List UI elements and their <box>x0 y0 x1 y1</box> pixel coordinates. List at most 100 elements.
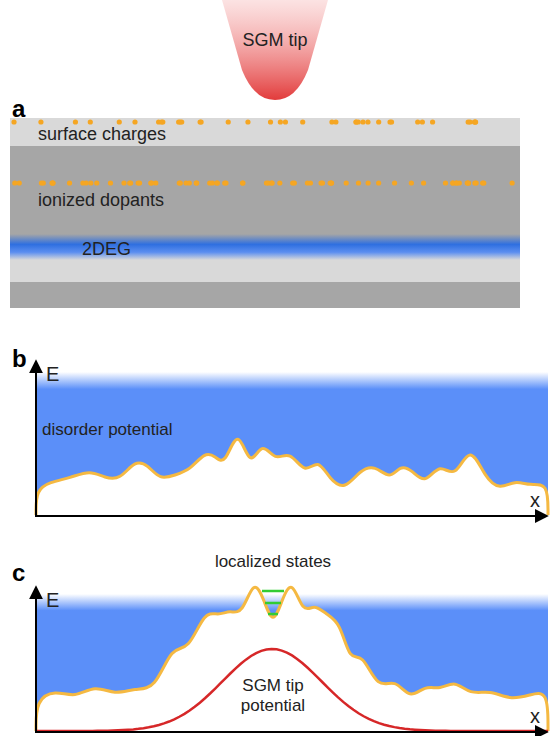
charge-dot <box>466 119 471 124</box>
region-label: disorder potential <box>42 420 172 440</box>
charge-dot <box>194 180 199 185</box>
charge-dot <box>194 180 199 185</box>
charge-dot <box>466 180 471 185</box>
charge-dot <box>149 180 154 185</box>
node-text: 2DEG <box>82 239 131 259</box>
charge-dot <box>308 180 313 185</box>
charge-dot <box>473 119 478 124</box>
charge-dot <box>365 119 370 124</box>
tip-potential-curve <box>36 649 548 731</box>
charge-dot <box>472 180 477 185</box>
position-axis <box>35 731 546 733</box>
disorder-curve <box>36 587 548 731</box>
charge-dot <box>376 180 381 185</box>
charge-dot <box>328 180 333 185</box>
node-text: surface charges <box>38 124 166 144</box>
charge-dot <box>465 180 470 185</box>
axis-label: E <box>46 364 59 384</box>
layer-band: surface charges <box>10 118 520 146</box>
layer-band: ionized dopants <box>10 146 520 234</box>
charge-dot <box>278 119 283 124</box>
charge-dot <box>420 119 425 124</box>
energy-level <box>268 613 278 616</box>
charge-dot <box>356 119 361 124</box>
charge-dot <box>88 180 93 185</box>
charge-dot <box>360 119 365 124</box>
charge-dot <box>178 119 183 124</box>
charge-dot <box>329 180 334 185</box>
sgm-tip <box>222 0 328 100</box>
curve-label: SGM tip potential <box>228 676 318 716</box>
charge-dot <box>67 180 72 185</box>
charge-dot <box>465 180 470 185</box>
charge-dot <box>12 180 17 185</box>
charge-dot <box>214 180 219 185</box>
charge-dot <box>136 180 141 185</box>
charge-dot <box>226 119 231 124</box>
charge-dot <box>88 119 93 124</box>
position-axis <box>35 515 546 517</box>
charge-dot <box>264 180 269 185</box>
panel-letter: a <box>12 96 25 122</box>
charge-dot <box>159 119 164 124</box>
tip-label-box: SGM tip <box>225 14 325 66</box>
charge-dot <box>117 119 122 124</box>
disorder-curve <box>36 439 548 515</box>
charge-dot <box>356 180 361 185</box>
charge-dot <box>38 119 43 124</box>
charge-dot <box>50 180 55 185</box>
well-layer <box>10 260 520 282</box>
charge-dot <box>481 180 486 185</box>
charge-dot <box>245 119 250 124</box>
electron-sea <box>36 372 548 515</box>
energy-level <box>262 590 284 593</box>
charge-dot <box>148 180 153 185</box>
charge-dot <box>73 119 78 124</box>
charge-dot <box>269 180 274 185</box>
charge-dot <box>121 180 126 185</box>
charge-dot <box>389 119 394 124</box>
charge-dot <box>392 180 397 185</box>
charge-dot <box>443 180 448 185</box>
charge-dot <box>49 180 54 185</box>
charge-dot <box>409 180 414 185</box>
charge-dot <box>430 119 435 124</box>
charge-dot <box>177 180 182 185</box>
charge-dot <box>187 180 192 185</box>
energy-axis <box>35 588 37 732</box>
panel-letter: b <box>12 346 27 372</box>
charge-dot <box>376 119 381 124</box>
localized-levels <box>262 591 284 614</box>
charge-dot <box>94 180 99 185</box>
cap-layer <box>10 118 520 146</box>
charge-dot <box>292 180 297 185</box>
charge-dot <box>127 180 132 185</box>
charge-dot <box>366 180 371 185</box>
substrate-layer <box>10 282 520 308</box>
charge-dots <box>11 119 514 185</box>
charge-dot <box>178 180 183 185</box>
charge-dot <box>454 180 459 185</box>
axis-label: x <box>530 490 540 510</box>
2deg-layer <box>10 234 520 260</box>
node-text: SGM tip <box>242 29 307 51</box>
charge-dot <box>198 119 203 124</box>
charge-dot <box>473 119 478 124</box>
charge-dot <box>132 119 137 124</box>
charge-dot <box>108 180 113 185</box>
charge-dot <box>454 180 459 185</box>
charge-dot <box>344 180 349 185</box>
charge-dot <box>80 180 85 185</box>
energy-axis <box>35 362 37 516</box>
charge-dot <box>207 180 212 185</box>
charge-dot <box>268 119 273 124</box>
charge-dot <box>17 180 22 185</box>
charge-dot <box>215 180 220 185</box>
annotation: localized states <box>215 552 331 572</box>
panel-letter: c <box>12 560 25 586</box>
charge-dot <box>128 180 133 185</box>
charge-dot <box>320 180 325 185</box>
charge-dot <box>50 180 55 185</box>
